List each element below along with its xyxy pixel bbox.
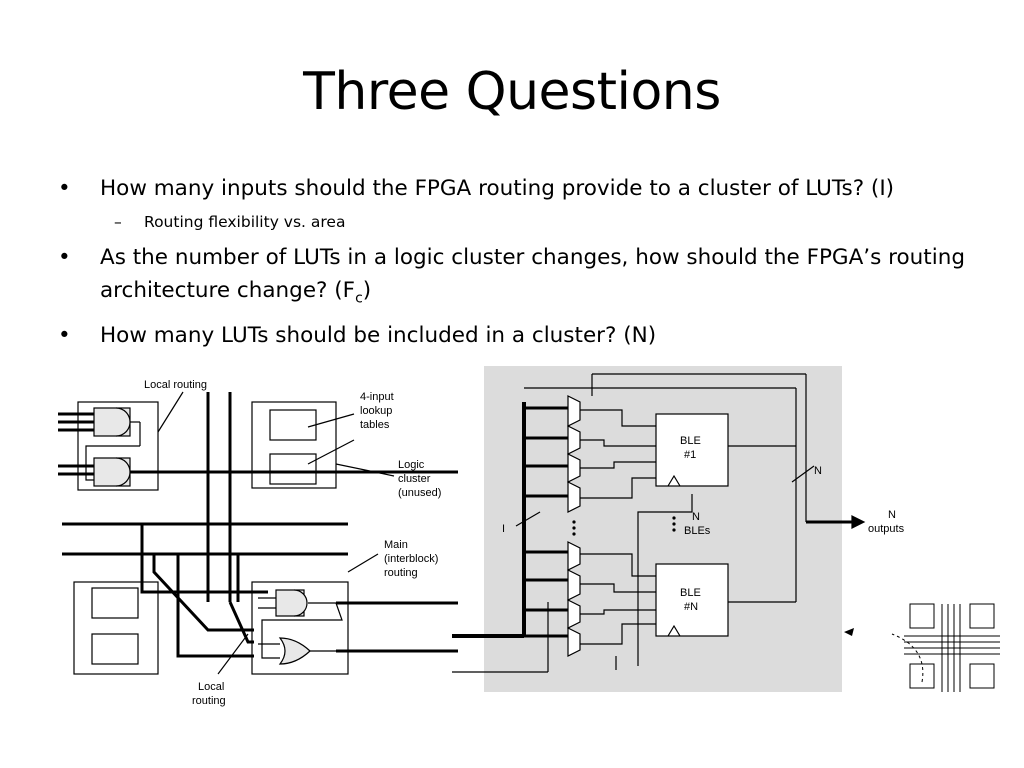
svg-text:cluster: cluster: [398, 473, 431, 485]
inputs-label: I: [502, 523, 505, 535]
svg-text:outputs: outputs: [868, 523, 905, 535]
mini-cluster-icon: [891, 603, 1000, 692]
bullet-item: • As the number of LUTs in a logic clust…: [58, 241, 988, 315]
main-routing-label: Main: [384, 539, 408, 551]
lookup-table-box: [269, 453, 317, 485]
logic-cluster-box: [73, 581, 159, 675]
svg-text:routing: routing: [192, 695, 226, 707]
bullet-tail: ): [362, 278, 372, 303]
lookup-table-box: [91, 587, 139, 619]
n-bles-label: N: [692, 511, 700, 523]
bullet-marker: •: [58, 245, 71, 270]
svg-text:BLEs: BLEs: [684, 525, 711, 537]
logic-cluster-label: Logic: [398, 459, 425, 471]
ble-cluster-diagram: I BLE #1 BLE #N N BLEs N N outputs: [452, 366, 1000, 692]
bullet-marker: •: [58, 323, 71, 349]
lookup-table-box: [269, 409, 317, 441]
lookup-label: 4-input: [360, 391, 394, 403]
svg-text:lookup: lookup: [360, 405, 392, 417]
sub-bullet-text: Routing flexibility vs. area: [144, 213, 346, 231]
svg-text:routing: routing: [384, 567, 418, 579]
cluster-fpga-diagram: Local routing 4-input lookup tables Logi…: [58, 379, 458, 707]
svg-text:tables: tables: [360, 419, 390, 431]
clock-triangle-icon: [667, 624, 681, 637]
logic-cluster-box: [77, 401, 159, 491]
bullet-text: How many LUTs should be included in a cl…: [100, 323, 657, 349]
local-routing-bottom-label: Local: [198, 681, 224, 693]
input-mux-group-bottom: [524, 541, 581, 657]
lookup-table-box: [91, 633, 139, 665]
or-gate-icon: [278, 637, 311, 665]
logic-cluster-box: [251, 401, 337, 489]
bullet-marker: •: [58, 176, 71, 201]
bullet-item: • How many inputs should the FPGA routin…: [58, 172, 988, 205]
svg-text:(unused): (unused): [398, 487, 441, 499]
n-label: N: [814, 465, 822, 477]
sub-bullet-marker: –: [114, 213, 122, 231]
outputs-label: N: [888, 509, 896, 521]
svg-text:(interblock): (interblock): [384, 553, 438, 565]
local-routing-label: Local routing: [144, 379, 207, 391]
bullet-text: How many inputs should the FPGA routing …: [100, 176, 895, 201]
ble-n-label: BLE: [680, 587, 701, 599]
logic-cluster-box: [251, 581, 349, 675]
svg-text:#1: #1: [684, 449, 696, 461]
sub-bullet-item: – Routing flexibility vs. area: [58, 209, 988, 235]
slide-title: Three Questions: [303, 62, 721, 122]
ble-1-box: [655, 413, 729, 487]
ble-n-box: [655, 563, 729, 637]
ble-1-label: BLE: [680, 435, 701, 447]
bullet-list: • How many inputs should the FPGA routin…: [58, 172, 988, 356]
bullet-subscript: c: [355, 290, 363, 307]
input-mux-group-top: [524, 395, 581, 513]
bullet-item: • How many LUTs should be included in a …: [58, 319, 988, 352]
bullet-text: As the number of LUTs in a logic cluster…: [100, 245, 965, 303]
svg-text:#N: #N: [684, 601, 698, 613]
clock-triangle-icon: [667, 474, 681, 487]
